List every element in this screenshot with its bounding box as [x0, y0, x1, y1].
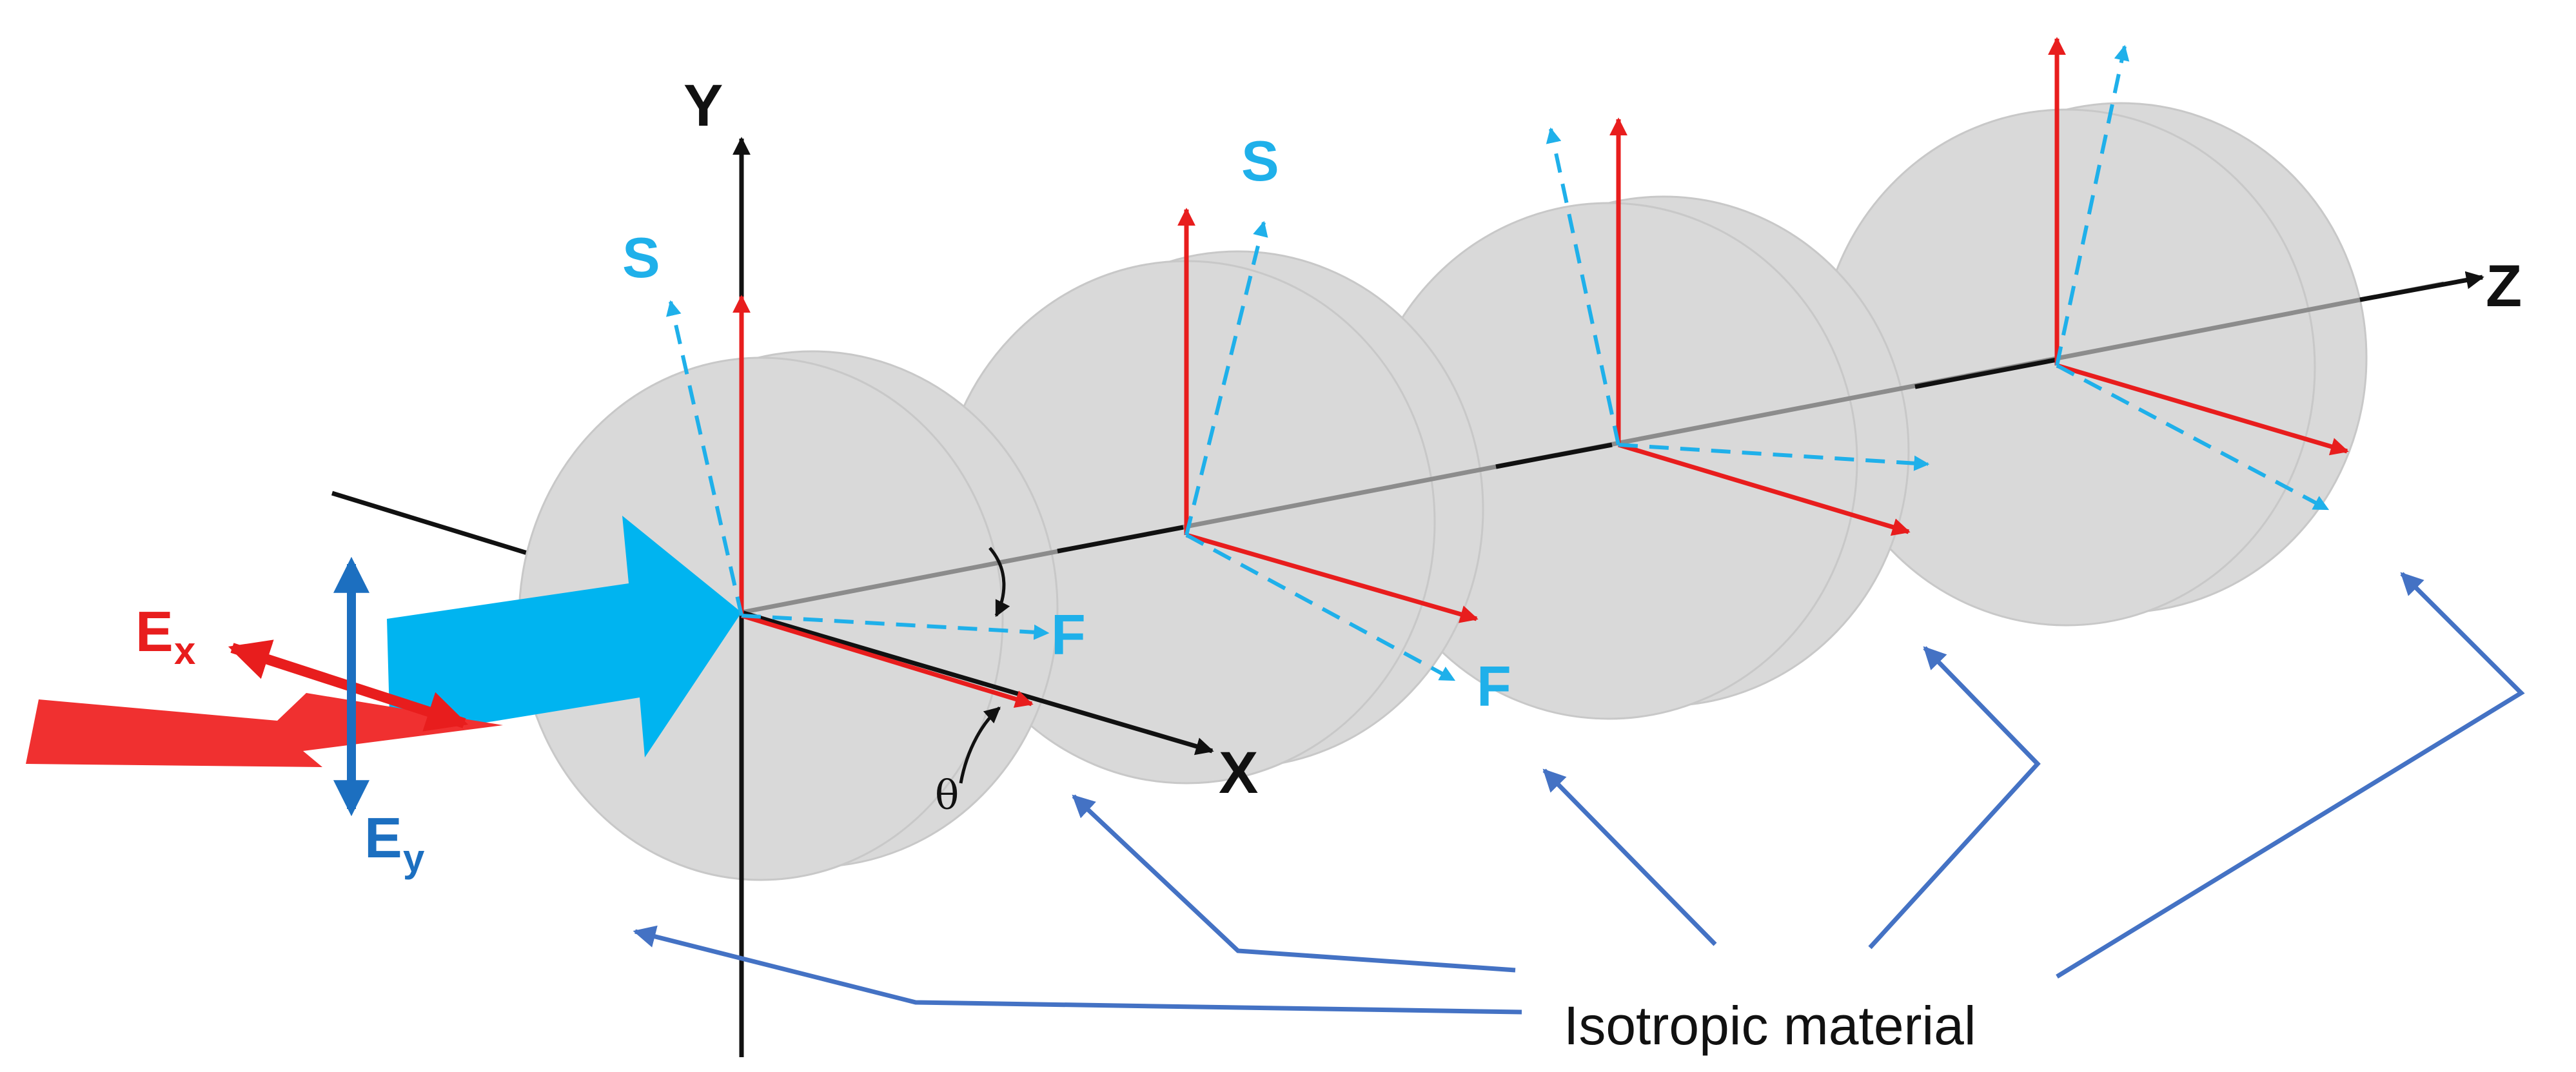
- ey-label-sub: y: [403, 837, 425, 880]
- pointer-line-1: [633, 925, 1522, 1015]
- pointer-line-5: [2056, 572, 2525, 979]
- pointer-line-3: [1542, 768, 1717, 946]
- disk-group-1: [518, 350, 1059, 881]
- theta-label: θ: [935, 772, 959, 819]
- frame-2: [1177, 208, 1479, 682]
- pointer-line-4: [1868, 646, 2041, 950]
- theta-arc-bottom: [959, 707, 1001, 784]
- fast-axis-label-1: F: [1051, 603, 1086, 667]
- slow-axis-label-1: S: [622, 226, 660, 289]
- ex-label-sub: x: [174, 629, 195, 672]
- propagation-arrow: [387, 516, 742, 757]
- pointer-lines: [633, 572, 2525, 1015]
- z-axis: [741, 271, 2484, 615]
- x-axis-label: X: [1219, 740, 1258, 806]
- slow-axis-label-2: S: [1241, 129, 1279, 193]
- ex-label-main: E: [135, 599, 173, 663]
- z-axis-label: Z: [2486, 253, 2522, 319]
- ey-label-main: E: [364, 806, 402, 870]
- y-axis-label: Y: [683, 73, 723, 139]
- x-axis: [741, 610, 1214, 755]
- disk-group-3: [1359, 195, 1910, 720]
- frame-4: [2048, 37, 2349, 511]
- frame-3: [1546, 117, 1930, 536]
- ex-label: E x: [135, 599, 195, 672]
- frame-1: [666, 295, 1050, 784]
- isotropic-material-label: Isotropic material: [1564, 995, 1976, 1056]
- ey-label: E y: [364, 806, 425, 880]
- disk-group-4: [1817, 102, 2368, 627]
- pointer-line-2: [1072, 794, 1516, 973]
- fast-axis-label-2: F: [1477, 654, 1511, 718]
- theta-arc-top: [988, 547, 1010, 618]
